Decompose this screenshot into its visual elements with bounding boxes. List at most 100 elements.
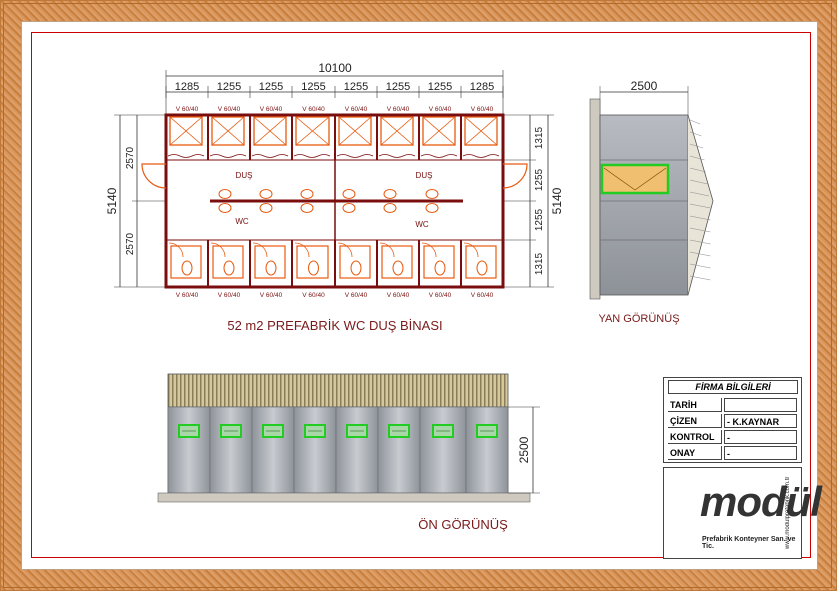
washbasin	[342, 203, 356, 213]
drawn-by-value: - K.KAYNAR	[724, 414, 797, 428]
date-key: TARİH	[668, 398, 722, 412]
roof-rib	[689, 275, 711, 281]
shower-tray-slope	[338, 116, 372, 146]
wc-door-swing	[463, 242, 479, 258]
shower-curtain	[167, 154, 205, 158]
shower-curtain	[336, 154, 374, 158]
cabin-window-label-bottom: V 60/40	[302, 292, 325, 299]
approval-key: ONAY	[668, 446, 722, 460]
roof-rib	[689, 263, 711, 269]
roof-rib	[689, 251, 711, 257]
front-panel	[293, 406, 337, 494]
cabin-window-label-top: V 60/40	[345, 106, 368, 113]
shower-curtain	[293, 154, 331, 158]
roof-rib	[689, 119, 701, 125]
zone-wc-left: WC	[235, 217, 249, 226]
cabin-window-label-top: V 60/40	[176, 106, 199, 113]
washbasin	[383, 189, 397, 199]
wc-bowl	[434, 260, 446, 276]
roof-rib	[689, 191, 710, 197]
shower-tray-slope	[169, 116, 203, 146]
shower-curtain	[420, 154, 458, 158]
right-depth-part-2: 1255	[534, 168, 545, 191]
roof-rib	[689, 143, 704, 149]
right-door-swing	[502, 163, 528, 189]
wc-bowl	[308, 260, 319, 276]
cabin-window-label-top: V 60/40	[471, 106, 494, 113]
washbasin	[425, 203, 439, 213]
company-logo-subtitle: Prefabrik Konteyner San. ve Tic.	[702, 536, 796, 550]
cabin-window-label-bottom: V 60/40	[471, 292, 494, 299]
segment-dimension: 1285	[175, 81, 199, 93]
title-block-header: FİRMA BİLGİLERİ	[668, 380, 798, 394]
right-depth-part-3: 1255	[534, 208, 545, 231]
title-row-approval: ONAY -	[666, 446, 797, 460]
wc-door-swing	[337, 242, 353, 258]
segment-dimension: 1255	[217, 81, 241, 93]
right-depth-part-4: 1315	[534, 252, 545, 275]
cabin-window-label-bottom: V 60/40	[176, 292, 199, 299]
wc-door-swing	[294, 242, 310, 258]
roof-rib	[689, 203, 711, 209]
cabin-window-label-top: V 60/40	[260, 106, 283, 113]
cabin-window-label-bottom: V 60/40	[218, 292, 241, 299]
total-depth-right-dimension: 5140	[550, 187, 564, 214]
cabin-window-label-bottom: V 60/40	[429, 292, 452, 299]
washbasin	[300, 189, 314, 199]
wc-bowl	[476, 260, 488, 276]
roof-rib	[689, 227, 711, 233]
wc-pan	[254, 245, 286, 279]
zone-wc-right: WC	[415, 220, 429, 229]
cabin-window-label-top: V 60/40	[387, 106, 410, 113]
company-logo-name: modül	[700, 478, 822, 525]
wc-bowl	[181, 260, 193, 276]
roof-rib	[689, 155, 705, 161]
drawing-title: 52 m2 PREFABRİK WC DUŞ BİNASI	[227, 318, 442, 333]
shower-tray-slope	[422, 116, 456, 146]
side-view: 2500	[589, 79, 714, 300]
wc-pan	[381, 245, 413, 279]
segment-dimension: 1255	[259, 81, 283, 93]
front-view-label: ÖN GÖRÜNÜŞ	[418, 517, 508, 532]
wc-bowl	[265, 260, 277, 276]
segment-dimension: 1255	[428, 81, 452, 93]
wc-door-swing	[252, 242, 268, 258]
shower-tray-slope	[464, 116, 498, 146]
zone-shower-right: DUŞ	[416, 171, 433, 180]
segment-dimension: 1255	[301, 81, 325, 93]
shower-curtain	[378, 154, 416, 158]
front-base	[157, 492, 531, 503]
wc-pan	[212, 245, 244, 279]
sheet-frame-line	[31, 32, 811, 558]
washbasin	[218, 189, 232, 199]
front-panel	[377, 406, 421, 494]
wc-bowl	[392, 260, 404, 276]
cabin-window-label-top: V 60/40	[302, 106, 325, 113]
drawn-by-key: ÇİZEN	[668, 414, 722, 428]
title-row-control: KONTROL -	[666, 430, 797, 444]
wc-door-swing	[379, 242, 395, 258]
total-width-dimension: 10100	[318, 61, 352, 75]
title-row-date: TARİH	[666, 398, 797, 412]
wc-pan	[465, 245, 497, 279]
roof-rib	[689, 239, 711, 245]
company-logo-box: modül Prefabrik Konteyner San. ve Tic. w…	[663, 467, 822, 559]
control-value: -	[724, 430, 797, 444]
wc-door-swing	[210, 242, 226, 258]
roof-rib	[689, 131, 702, 137]
front-panel	[251, 406, 295, 494]
cabin-window-label-bottom: V 60/40	[260, 292, 283, 299]
inner-border-line	[3, 3, 832, 588]
cabin-window-label-top: V 60/40	[429, 106, 452, 113]
wc-door-swing	[168, 242, 184, 258]
control-key: KONTROL	[668, 430, 722, 444]
shower-tray-slope	[211, 116, 245, 146]
wc-pan	[296, 245, 329, 279]
title-row-drawn-by: ÇİZEN - K.KAYNAR	[666, 414, 797, 428]
cabin-window-label-bottom: V 60/40	[345, 292, 368, 299]
side-view-label: YAN GÖRÜNÜŞ	[598, 313, 679, 325]
front-panel	[465, 406, 509, 494]
shower-curtain	[209, 154, 247, 158]
right-depth-part-1: 1315	[534, 126, 545, 149]
